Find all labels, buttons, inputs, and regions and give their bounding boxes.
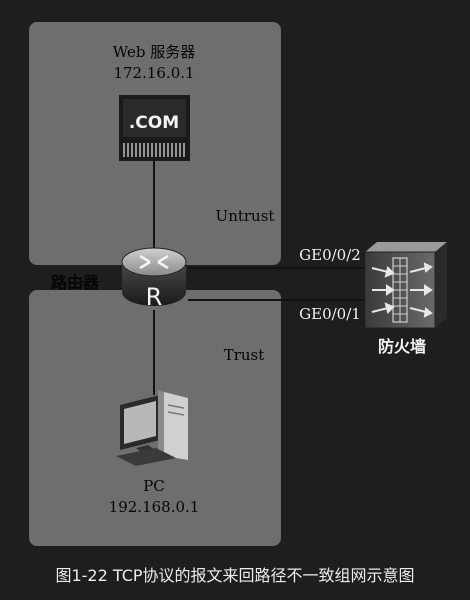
link-lower-label: GE0/0/1 <box>299 305 361 323</box>
web-server-name: Web 服务器 <box>112 43 196 61</box>
router-icon: R <box>121 247 187 311</box>
web-server-ip: 172.16.0.1 <box>113 64 195 82</box>
figure-caption: 图1-22 TCP协议的报文来回路径不一致组网示意图 <box>55 566 415 585</box>
firewall-label: 防火墙 <box>377 337 426 356</box>
router-label: 路由器 <box>50 273 99 292</box>
pc-icon <box>116 390 188 466</box>
router-symbol: R <box>146 283 163 311</box>
untrust-zone-label: Untrust <box>215 207 275 225</box>
pc-name: PC <box>143 477 165 495</box>
trust-zone-label: Trust <box>223 346 265 364</box>
server-icon: .COM <box>119 95 190 161</box>
link-upper-label: GE0/0/2 <box>299 246 361 264</box>
server-screen-text: .COM <box>129 113 179 133</box>
pc-ip: 192.168.0.1 <box>108 498 200 516</box>
firewall-icon <box>364 242 447 329</box>
